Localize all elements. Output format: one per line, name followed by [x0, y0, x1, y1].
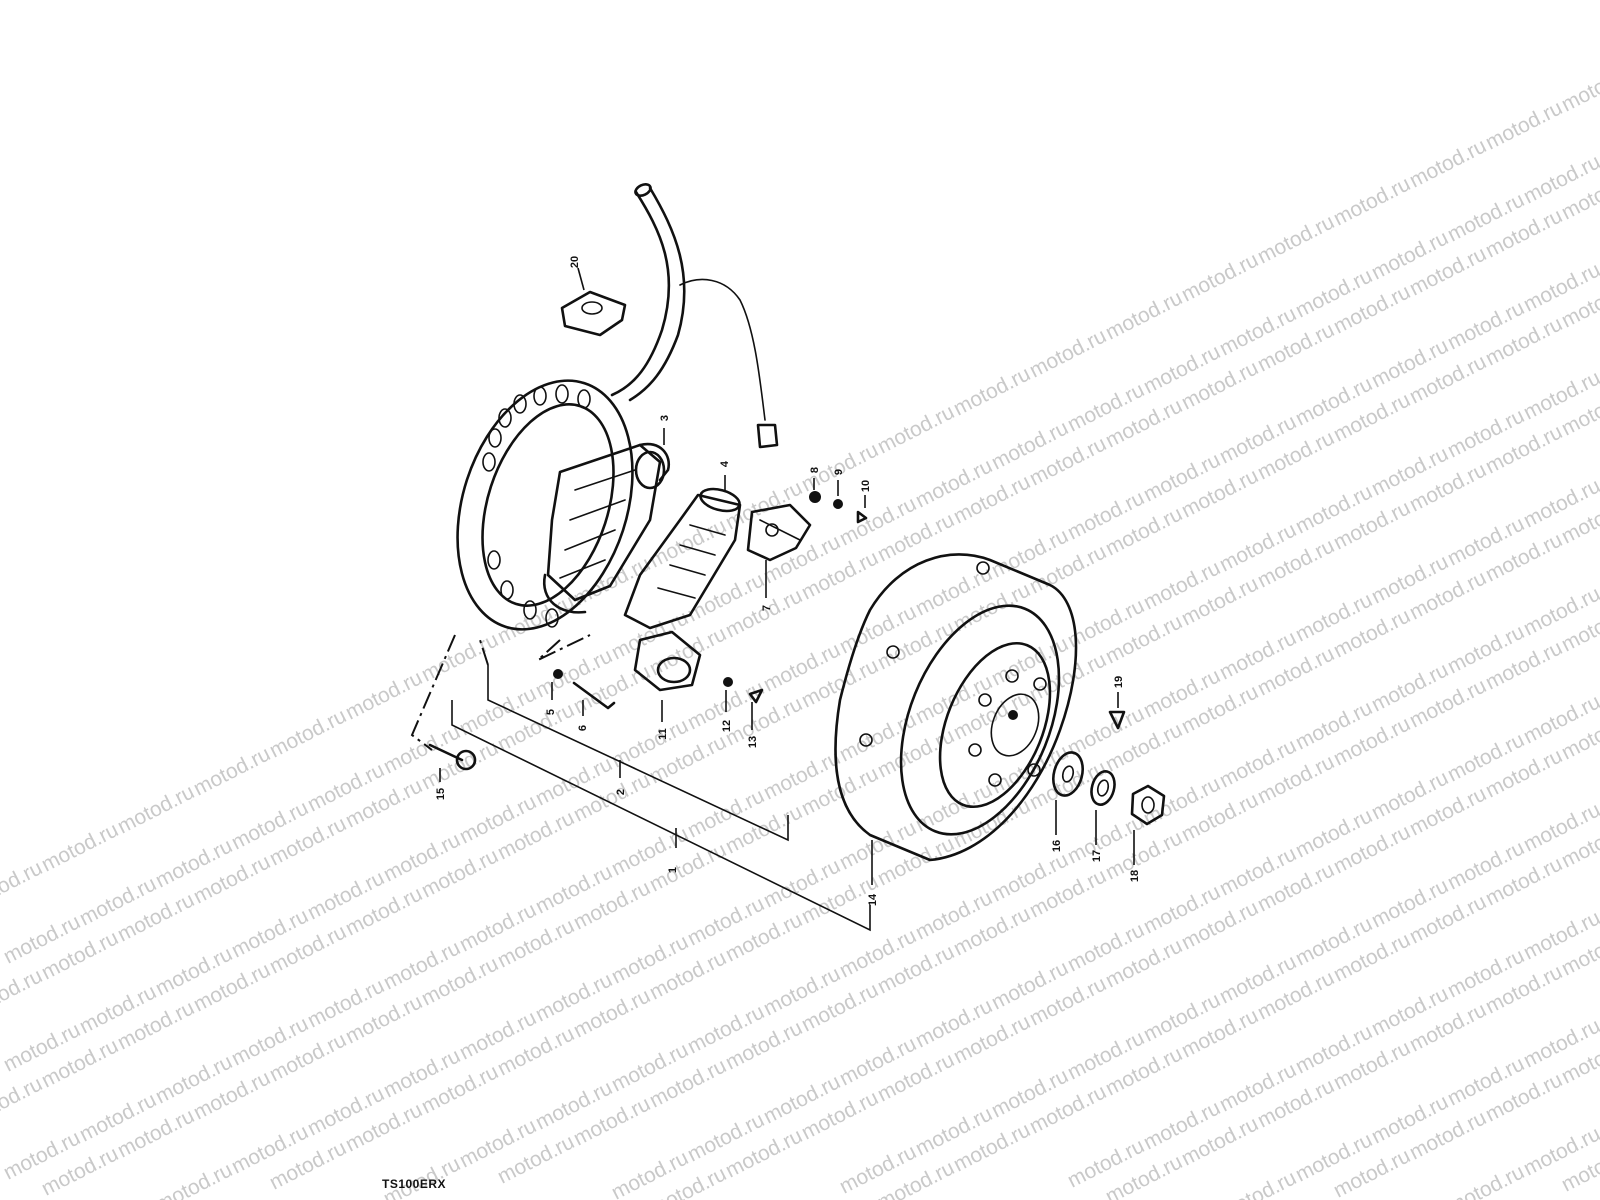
callout-11: 11	[657, 728, 669, 740]
washer-part-16	[1052, 751, 1084, 797]
callout-4: 4	[719, 460, 731, 467]
lock-washer-part-17	[1090, 770, 1116, 806]
callouts: 1 2 3 4 5 6 7 8 9 10 11 12 13 14 15 16 1…	[435, 256, 1141, 906]
watermark-text: motod.ru	[342, 666, 426, 724]
callout-17: 17	[1091, 850, 1103, 862]
callout-3: 3	[659, 415, 671, 421]
screw-part-15	[428, 743, 477, 771]
wiring-harness	[610, 183, 779, 449]
watermark-text: motod.ru	[1444, 1160, 1528, 1200]
callout-2: 2	[615, 789, 627, 795]
callout-13: 13	[747, 736, 759, 748]
watermark-text: motod.ru	[874, 400, 958, 458]
stator-plate	[456, 379, 671, 631]
contact-breaker-part-7	[746, 503, 812, 562]
watermark-text: motod.ru	[152, 1158, 236, 1200]
watermark-text: motod.ru	[114, 780, 198, 838]
callout-12: 12	[721, 720, 733, 732]
model-code-label: TS100ERX	[382, 1177, 447, 1191]
watermark-layer: motod.rumotod.rumotod.rumotod.rumotod.ru…	[0, 58, 1600, 1200]
nut-part-18	[1130, 784, 1166, 826]
watermark-text: motod.ru	[1330, 172, 1414, 230]
coil-part-4	[623, 487, 742, 630]
watermark-text: motod.ru	[266, 704, 350, 762]
callout-16: 16	[1051, 840, 1063, 852]
small-fasteners	[553, 491, 1126, 730]
callout-8: 8	[809, 467, 821, 473]
watermark-text: motod.ru	[646, 514, 730, 572]
callout-6: 6	[577, 725, 589, 731]
watermark-text: motod.ru	[1178, 248, 1262, 306]
watermark-text: motod.ru	[0, 856, 46, 914]
callout-14: 14	[867, 893, 879, 906]
callout-1: 1	[667, 867, 679, 873]
flywheel-part-14	[834, 553, 1078, 862]
watermark-text: motod.ru	[418, 628, 502, 686]
watermark-text: motod.ru	[190, 742, 274, 800]
callout-10: 10	[860, 480, 872, 492]
callout-7: 7	[761, 605, 773, 611]
watermark-text: motod.ru	[1102, 286, 1186, 344]
grommet-part-20	[560, 290, 627, 337]
callout-20: 20	[569, 256, 581, 268]
callout-18: 18	[1129, 870, 1141, 882]
watermark-text: motod.ru	[722, 476, 806, 534]
watermark-text: motod.ru	[950, 362, 1034, 420]
watermark-text: motod.ru	[38, 818, 122, 876]
watermark-text: motod.ru	[1558, 58, 1600, 116]
callout-15: 15	[435, 788, 447, 800]
leader-lines	[410, 267, 1135, 932]
watermark-text: motod.ru	[1406, 134, 1490, 192]
watermark-text: motod.ru	[1216, 1166, 1300, 1200]
callout-5: 5	[545, 709, 557, 715]
callout-9: 9	[833, 469, 845, 475]
watermark-text: motod.ru	[0, 964, 46, 1022]
condenser-part-11	[633, 630, 702, 692]
watermark-text: motod.ru	[0, 1072, 46, 1130]
watermark-text: motod.ru	[1026, 324, 1110, 382]
callout-19: 19	[1113, 676, 1125, 688]
watermark-text: motod.ru	[1482, 96, 1566, 154]
watermark-text: motod.ru	[1254, 210, 1338, 268]
